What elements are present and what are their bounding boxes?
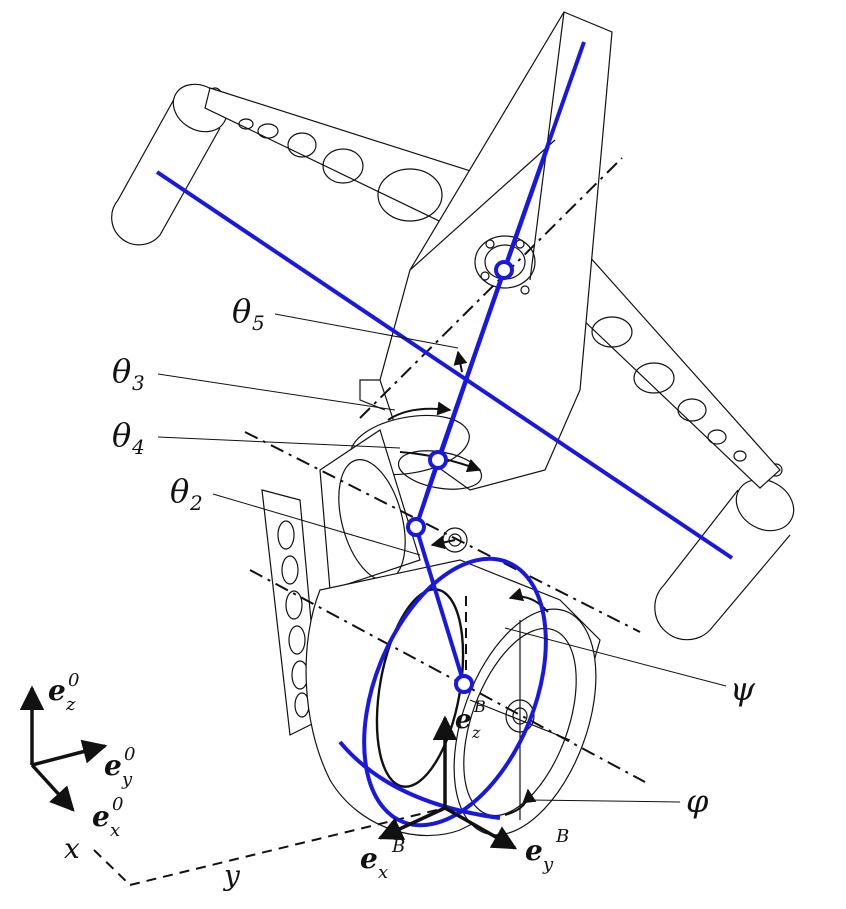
svg-text:x: x <box>378 862 388 883</box>
joint-theta5 <box>494 260 514 280</box>
label-body-ez: e z B <box>455 697 486 742</box>
label-theta3: θ 3 <box>112 352 145 395</box>
link-4-2 <box>414 459 440 528</box>
svg-text:y: y <box>121 769 133 790</box>
ground-axis-y <box>129 807 446 886</box>
svg-text:e: e <box>92 800 110 833</box>
svg-text:0: 0 <box>112 794 123 815</box>
svg-text:z: z <box>471 723 481 742</box>
label-theta5: θ 5 <box>232 292 265 335</box>
svg-text:θ: θ <box>232 292 251 330</box>
label-body-ey: e y B <box>525 826 569 875</box>
svg-text:B: B <box>555 826 569 847</box>
right-handle <box>654 463 795 641</box>
svg-text:0: 0 <box>68 670 79 691</box>
axis-theta5 <box>359 157 623 419</box>
body-ex-arrow <box>377 806 446 840</box>
svg-text:θ: θ <box>170 472 189 510</box>
svg-text:e: e <box>525 834 543 867</box>
reference-axes <box>93 157 646 886</box>
svg-text:e: e <box>455 705 472 735</box>
joint-theta2 <box>406 517 426 537</box>
svg-text:z: z <box>65 694 76 715</box>
svg-text:θ: θ <box>112 352 131 390</box>
label-phi: φ <box>686 782 709 820</box>
svg-text:4: 4 <box>131 435 145 459</box>
svg-text:e: e <box>104 749 122 782</box>
svg-text:y: y <box>542 854 554 875</box>
wheel-housing <box>305 559 601 837</box>
svg-text:2: 2 <box>189 491 203 515</box>
svg-text:B: B <box>473 697 486 716</box>
leg-link <box>414 526 466 685</box>
ground-axis-x <box>93 849 131 886</box>
world-frame <box>19 685 108 812</box>
svg-text:3: 3 <box>132 371 145 395</box>
label-world-ex: e x 0 <box>92 794 123 841</box>
label-ground-x: x <box>64 832 80 865</box>
axis-theta3 <box>244 431 641 633</box>
svg-text:θ: θ <box>112 416 131 454</box>
svg-text:x: x <box>110 820 120 841</box>
label-world-ey: e y 0 <box>104 744 135 790</box>
label-theta2: θ 2 <box>170 472 203 515</box>
body-frame <box>377 715 518 850</box>
label-theta4: θ 4 <box>112 416 145 459</box>
rotation-arrows <box>375 350 549 816</box>
joint-theta4 <box>428 450 448 470</box>
svg-text:B: B <box>391 836 405 857</box>
label-ground-y: y <box>222 859 241 892</box>
label-psi: ψ <box>730 670 756 708</box>
ground-arc <box>338 740 501 820</box>
kinematic-chain <box>155 41 734 828</box>
handle-axis-line <box>155 170 734 560</box>
body-ey-arrow <box>444 806 518 850</box>
svg-text:5: 5 <box>252 311 265 335</box>
axis-wheel <box>249 569 646 783</box>
world-ex-arrow <box>30 763 75 812</box>
world-ey-arrow <box>31 739 108 767</box>
upper-body <box>359 11 613 491</box>
svg-text:e: e <box>360 842 378 875</box>
label-body-ex: e x B <box>360 836 405 883</box>
leader-lines <box>157 313 727 803</box>
joint-wheel-center <box>454 674 474 694</box>
svg-text:0: 0 <box>124 744 135 765</box>
svg-text:e: e <box>48 674 66 707</box>
label-world-ez: e z 0 <box>48 670 79 715</box>
